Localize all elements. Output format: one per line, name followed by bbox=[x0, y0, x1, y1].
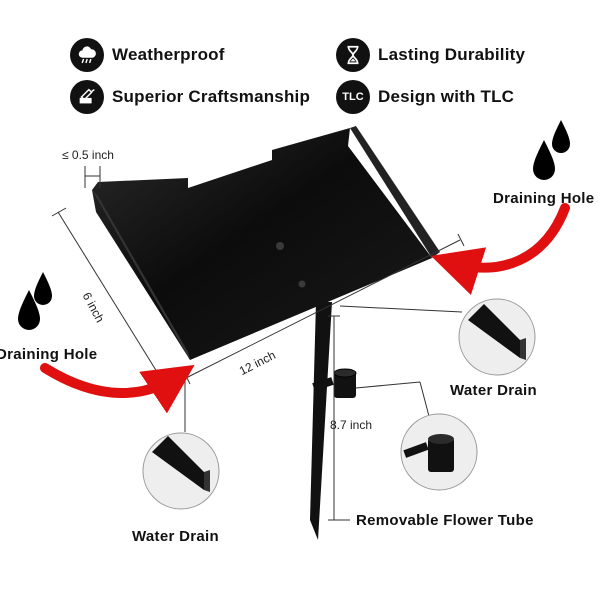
feature-label: Weatherproof bbox=[112, 45, 225, 64]
water-drops-right-icon bbox=[533, 120, 570, 180]
arrow-left bbox=[40, 363, 195, 414]
craft-tools-icon bbox=[70, 80, 104, 114]
arrow-right bbox=[430, 203, 570, 295]
flower-tube-label: Removable Flower Tube bbox=[356, 512, 534, 529]
water-drain-right-label: Water Drain bbox=[450, 382, 537, 399]
ground-stake bbox=[310, 302, 332, 540]
tray-hole bbox=[276, 242, 284, 250]
flower-tube bbox=[312, 368, 357, 398]
cloud-rain-icon bbox=[70, 38, 104, 72]
water-drain-left-detail bbox=[142, 432, 220, 510]
tlc-badge-text: TLC bbox=[342, 91, 364, 103]
feature-label: Superior Craftsmanship bbox=[112, 87, 311, 106]
red-arrows bbox=[40, 203, 570, 414]
water-drops-left-icon bbox=[18, 272, 52, 330]
feature-weatherproof: Weatherproof bbox=[70, 38, 225, 72]
tray-hole bbox=[298, 280, 306, 288]
feature-superior-craftsmanship: Superior Craftsmanship bbox=[70, 80, 310, 114]
bird-feeder-tray bbox=[92, 126, 440, 360]
draining-hole-right-label: Draining Hole bbox=[493, 190, 595, 207]
draining-hole-left-label: Draining Hole bbox=[0, 346, 98, 363]
feature-label: Design with TLC bbox=[378, 87, 515, 106]
water-drain-left-label: Water Drain bbox=[132, 528, 219, 545]
feature-label: Lasting Durability bbox=[378, 45, 526, 64]
tlc-badge-icon: TLC bbox=[336, 80, 370, 114]
feature-design-with-tlc: TLC Design with TLC bbox=[336, 80, 514, 114]
flower-tube-detail bbox=[400, 413, 478, 491]
water-drain-right-detail bbox=[458, 298, 536, 376]
hourglass-icon bbox=[336, 38, 370, 72]
lip-dimension-label: ≤ 0.5 inch bbox=[62, 148, 114, 162]
feature-lasting-durability: Lasting Durability bbox=[336, 38, 525, 72]
stake-dimension-label: 8.7 inch bbox=[330, 418, 373, 432]
